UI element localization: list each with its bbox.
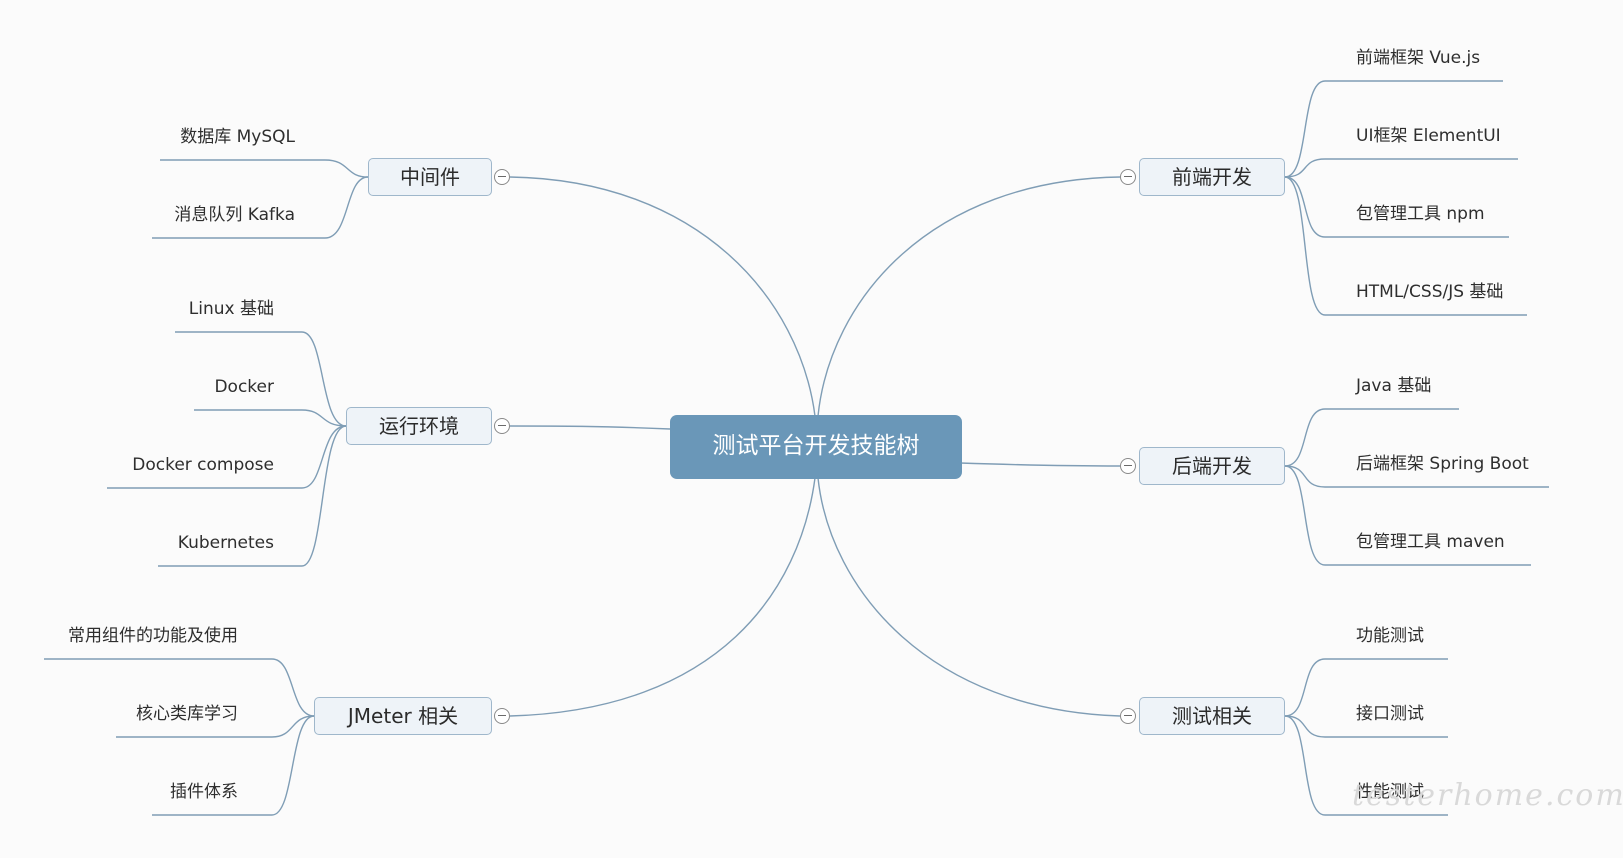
leaf-middleware-mysql[interactable]: 数据库 MySQL bbox=[180, 127, 295, 147]
collapse-runtime-icon[interactable] bbox=[494, 418, 510, 434]
connector-frontend-4 bbox=[1284, 176, 1527, 316]
leaf-runtime-k8s[interactable]: Kubernetes bbox=[177, 533, 274, 553]
connector-root-testing bbox=[817, 477, 1121, 717]
connector-frontend-2 bbox=[1284, 158, 1518, 178]
leaf-frontend-vue[interactable]: 前端框架 Vue.js bbox=[1356, 48, 1481, 68]
connector-jmeter-3 bbox=[152, 715, 315, 816]
root-topic[interactable]: 测试平台开发技能树 bbox=[670, 415, 962, 479]
root-topic-label: 测试平台开发技能树 bbox=[712, 433, 920, 459]
leaf-testing-functional[interactable]: 功能测试 bbox=[1356, 626, 1424, 646]
topic-frontend[interactable]: 前端开发 bbox=[1139, 158, 1285, 196]
topic-jmeter[interactable]: JMeter 相关 bbox=[314, 697, 492, 735]
connector-root-frontend bbox=[817, 176, 1121, 417]
connector-root-runtime bbox=[509, 425, 671, 430]
connector-middleware-2 bbox=[152, 176, 369, 239]
connector-runtime-4 bbox=[158, 425, 347, 567]
topic-middleware[interactable]: 中间件 bbox=[368, 158, 492, 196]
leaf-testing-api[interactable]: 接口测试 bbox=[1356, 704, 1424, 724]
connector-backend-2 bbox=[1284, 465, 1549, 488]
topic-middleware-label: 中间件 bbox=[400, 165, 460, 189]
leaf-backend-springboot[interactable]: 后端框架 Spring Boot bbox=[1356, 454, 1529, 474]
connector-jmeter-2 bbox=[116, 715, 315, 738]
leaf-testing-performance[interactable]: 性能测试 bbox=[1356, 782, 1424, 802]
connector-root-backend bbox=[959, 462, 1121, 467]
watermark: testerhome.com bbox=[1352, 778, 1623, 813]
connector-frontend-1 bbox=[1284, 80, 1503, 178]
connector-runtime-1 bbox=[175, 331, 347, 427]
connector-frontend-3 bbox=[1284, 176, 1509, 238]
topic-runtime-label: 运行环境 bbox=[379, 414, 459, 438]
leaf-frontend-npm[interactable]: 包管理工具 npm bbox=[1356, 204, 1485, 224]
topic-backend-label: 后端开发 bbox=[1172, 454, 1252, 478]
leaf-runtime-compose[interactable]: Docker compose bbox=[132, 455, 274, 475]
connector-root-jmeter bbox=[509, 477, 816, 717]
leaf-jmeter-core[interactable]: 核心类库学习 bbox=[136, 704, 238, 724]
leaf-backend-maven[interactable]: 包管理工具 maven bbox=[1356, 532, 1505, 552]
leaf-frontend-basics[interactable]: HTML/CSS/JS 基础 bbox=[1356, 282, 1504, 302]
collapse-backend-icon[interactable] bbox=[1120, 458, 1136, 474]
connector-testing-1 bbox=[1284, 658, 1448, 717]
topic-jmeter-label: JMeter 相关 bbox=[347, 704, 459, 728]
leaf-frontend-elementui[interactable]: UI框架 ElementUI bbox=[1356, 126, 1501, 146]
collapse-frontend-icon[interactable] bbox=[1120, 169, 1136, 185]
collapse-middleware-icon[interactable] bbox=[494, 169, 510, 185]
topic-testing[interactable]: 测试相关 bbox=[1139, 697, 1285, 735]
leaf-middleware-kafka[interactable]: 消息队列 Kafka bbox=[174, 205, 295, 225]
leaf-runtime-docker[interactable]: Docker bbox=[214, 377, 274, 397]
connector-runtime-2 bbox=[194, 409, 347, 427]
connector-runtime-3 bbox=[107, 425, 347, 489]
connector-testing-2 bbox=[1284, 715, 1448, 738]
collapse-jmeter-icon[interactable] bbox=[494, 708, 510, 724]
leaf-jmeter-components[interactable]: 常用组件的功能及使用 bbox=[68, 626, 238, 646]
connector-root-middleware bbox=[509, 176, 816, 417]
leaf-runtime-linux[interactable]: Linux 基础 bbox=[188, 299, 274, 319]
connector-backend-1 bbox=[1284, 408, 1459, 467]
topic-frontend-label: 前端开发 bbox=[1172, 165, 1252, 189]
leaf-jmeter-plugins[interactable]: 插件体系 bbox=[170, 782, 238, 802]
connector-backend-3 bbox=[1284, 465, 1531, 566]
topic-testing-label: 测试相关 bbox=[1172, 704, 1252, 728]
topic-runtime[interactable]: 运行环境 bbox=[346, 407, 492, 445]
connector-jmeter-1 bbox=[44, 658, 315, 717]
topic-backend[interactable]: 后端开发 bbox=[1139, 447, 1285, 485]
connector-testing-3 bbox=[1284, 715, 1448, 816]
collapse-testing-icon[interactable] bbox=[1120, 708, 1136, 724]
connector-middleware-1 bbox=[160, 159, 369, 178]
leaf-backend-java[interactable]: Java 基础 bbox=[1356, 376, 1432, 396]
